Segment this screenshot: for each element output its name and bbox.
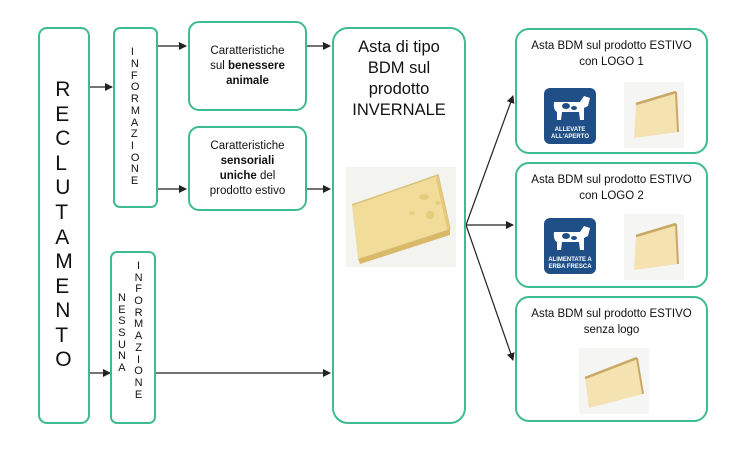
informazione-letter: O [130,81,140,94]
informazione-letter: N [130,163,139,176]
informazione2-letter: F [135,283,142,296]
arrow-asta-to-senzalogo [465,224,515,361]
cow-icon: ALIMENTATE A ERBA FRESCA [544,218,596,274]
cheese-slice-image [624,82,684,148]
informazione2-letter: E [134,388,143,401]
logo1-text-line2: ALL'APERTO [551,134,589,140]
asta-line1: Asta di tipo [358,38,440,56]
reclutamento-letter: O [55,348,72,372]
informazione2-letter: Z [135,341,142,354]
logo2-title: Asta BDM sul prodotto ESTIVO con LOGO 2 [517,172,706,204]
asta-line4: INVERNALE [352,101,446,119]
cheese-wedge-image [346,167,456,267]
senza-logo-line2: senza logo [583,324,640,336]
nessuna-letter: A [118,362,126,375]
cheese-slice-image [624,214,684,280]
box-logo2: Asta BDM sul prodotto ESTIVO con LOGO 2 … [515,162,708,288]
informazione-letter: M [130,104,141,117]
box-senza-logo: Asta BDM sul prodotto ESTIVO senza logo [515,296,708,422]
sensoriali-line4: prodotto estivo [209,184,286,197]
reclutamento-letter: M [55,250,73,274]
nessuna-letter: N [118,292,126,304]
logo2-line1: Asta BDM sul prodotto ESTIVO [531,174,692,186]
reclutamento-letter: U [55,176,71,200]
box-sensoriali: Caratteristiche sensoriali uniche del pr… [188,126,307,211]
logo1-line2: con LOGO 1 [579,56,644,68]
logo2-line2: con LOGO 2 [579,190,644,202]
informazione-letter: A [130,116,139,129]
logo2-text: ALIMENTATE A ERBA FRESCA [544,257,596,271]
sensoriali-line3-bold: uniche [219,169,257,182]
logo1-line1: Asta BDM sul prodotto ESTIVO [531,40,692,52]
cheese-slice-image [579,348,649,414]
benessere-line1: Caratteristiche [210,44,285,57]
informazione2-letter: M [134,318,144,331]
nessuna-letter: S [118,315,126,328]
benessere-line3-bold: animale [226,74,269,87]
informazione2-letter: N [134,271,143,284]
nessuna-letter: N [118,350,126,363]
asta-line2: BDM sul [367,59,431,77]
informazione-letter: Z [130,128,138,141]
reclutamento-letter: L [55,151,67,175]
reclutamento-letter: T [55,323,69,347]
asta-invernale-title: Asta di tipo BDM sul prodotto INVERNALE [334,37,464,121]
reclutamento-letter: T [55,200,69,224]
sensoriali-line1: Caratteristiche [210,139,285,152]
informazione-letter: O [130,151,140,164]
informazione2-letter: A [134,330,143,343]
senza-logo-line1: Asta BDM sul prodotto ESTIVO [531,308,692,320]
arrow-asta-to-logo1 [465,95,515,226]
reclutamento-letter: N [55,299,71,323]
benessere-line2-prefix: sul [210,59,228,72]
asta-line3: prodotto [368,80,430,98]
informazione2-letter: R [134,306,143,319]
logo2-text-line1: ALIMENTATE A [548,257,592,263]
nessuna-letter: E [118,303,126,316]
senza-logo-title: Asta BDM sul prodotto ESTIVO senza logo [517,306,706,338]
logo1-text: ALLEVATE ALL'APERTO [544,127,596,141]
sensoriali-line3-suffix: del [256,169,276,182]
nessuna-letter: S [118,327,126,340]
reclutamento-letter: E [55,102,70,126]
informazione-letter: R [130,93,139,106]
informazione-letter: E [130,174,139,187]
informazione2-letter: O [134,295,143,308]
informazione-letter: F [130,69,138,82]
sensoriali-line2-bold: sensoriali [220,154,275,167]
benessere-line2-bold: benessere [228,59,285,72]
reclutamento-letter: A [55,225,70,249]
cow-icon-graphic [553,226,590,250]
informazione2-letter: I [137,260,141,272]
reclutamento-letter: R [55,77,71,101]
informazione-letter: I [130,139,134,152]
logo1-text-line1: ALLEVATE [554,127,586,133]
cow-icon-graphic [553,96,590,120]
cow-icon: ALLEVATE ALL'APERTO [544,88,596,144]
box-asta-invernale: Asta di tipo BDM sul prodotto INVERNALE [332,27,466,424]
logo1-title: Asta BDM sul prodotto ESTIVO con LOGO 1 [517,38,706,70]
reclutamento-letter: C [55,127,71,151]
box-logo1: Asta BDM sul prodotto ESTIVO con LOGO 1 … [515,28,708,154]
informazione2-letter: O [134,365,143,378]
logo2-text-line2: ERBA FRESCA [548,264,592,270]
informazione-letter: I [130,46,134,59]
reclutamento-letter: E [55,274,70,298]
nessuna-letter: U [118,338,126,351]
informazione2-letter: N [134,376,143,389]
informazione2-letter: I [137,353,141,366]
box-benessere-animale: Caratteristiche sul benessere animale [188,21,307,111]
informazione-letter: N [130,58,139,71]
